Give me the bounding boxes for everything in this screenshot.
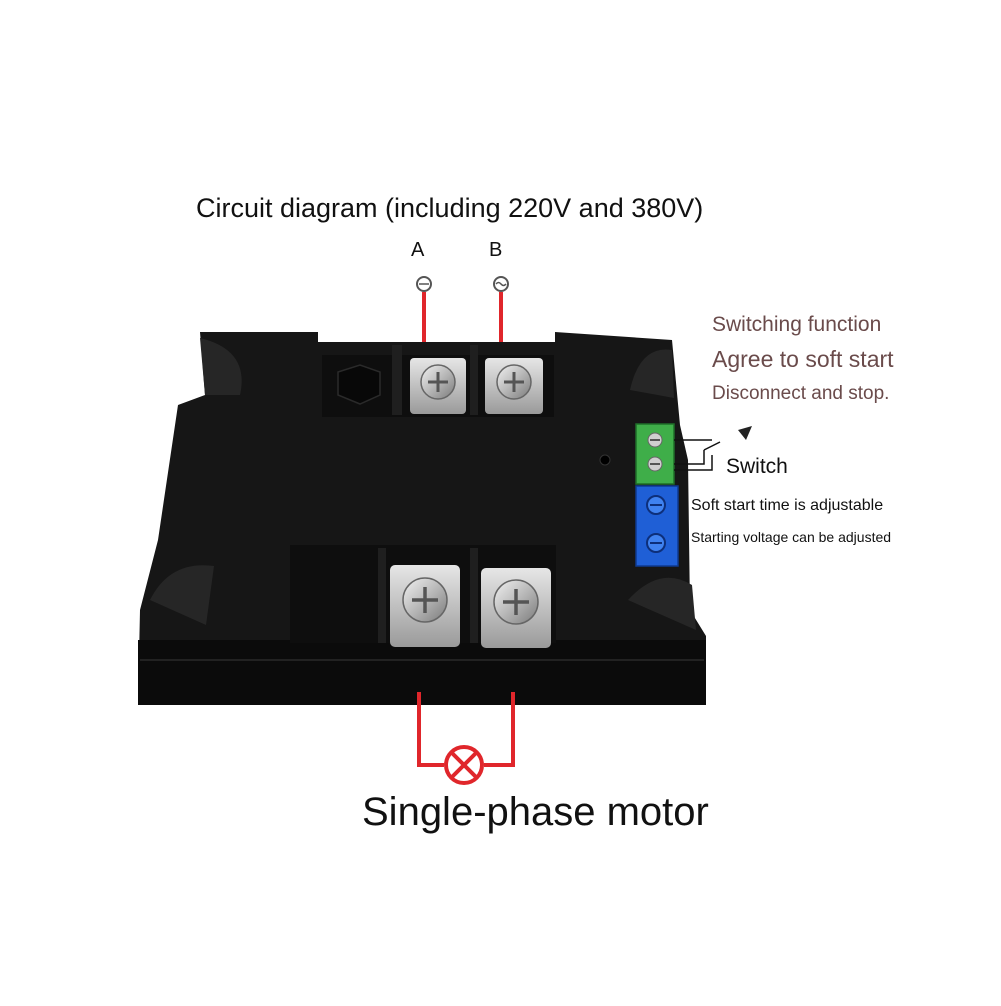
output-screw-terminal-1 bbox=[390, 565, 460, 647]
motor-lamp-icon bbox=[444, 745, 484, 785]
switching-function-disconnect: Disconnect and stop. bbox=[712, 383, 890, 404]
input-screw-terminal-a bbox=[410, 358, 466, 414]
module-top-face bbox=[138, 332, 706, 705]
switching-function-heading: Switching function bbox=[712, 313, 882, 336]
diagram-title: Circuit diagram (including 220V and 380V… bbox=[196, 193, 704, 223]
control-terminal-block bbox=[635, 423, 675, 485]
switch-label: Switch bbox=[726, 455, 788, 478]
switching-function-agree: Agree to soft start bbox=[712, 346, 894, 372]
soft-starter-module bbox=[138, 332, 706, 705]
terminal-label-a: A bbox=[411, 239, 425, 261]
output-screw-terminal-2 bbox=[481, 568, 551, 648]
terminal-symbol-a bbox=[416, 276, 432, 292]
potentiometer-block bbox=[635, 485, 679, 567]
load-wire-left bbox=[417, 692, 444, 767]
input-screw-terminal-b bbox=[485, 358, 543, 414]
load-wire-right bbox=[484, 692, 515, 767]
switch-symbol bbox=[674, 426, 752, 471]
hex-recess-top bbox=[337, 364, 381, 405]
soft-start-time-note: Soft start time is adjustable bbox=[691, 497, 884, 514]
starting-voltage-note: Starting voltage can be adjusted bbox=[691, 529, 892, 545]
terminal-label-b: B bbox=[489, 239, 503, 261]
load-label: Single-phase motor bbox=[362, 790, 709, 834]
load-circuit bbox=[417, 692, 515, 785]
terminal-symbol-b bbox=[493, 276, 509, 292]
